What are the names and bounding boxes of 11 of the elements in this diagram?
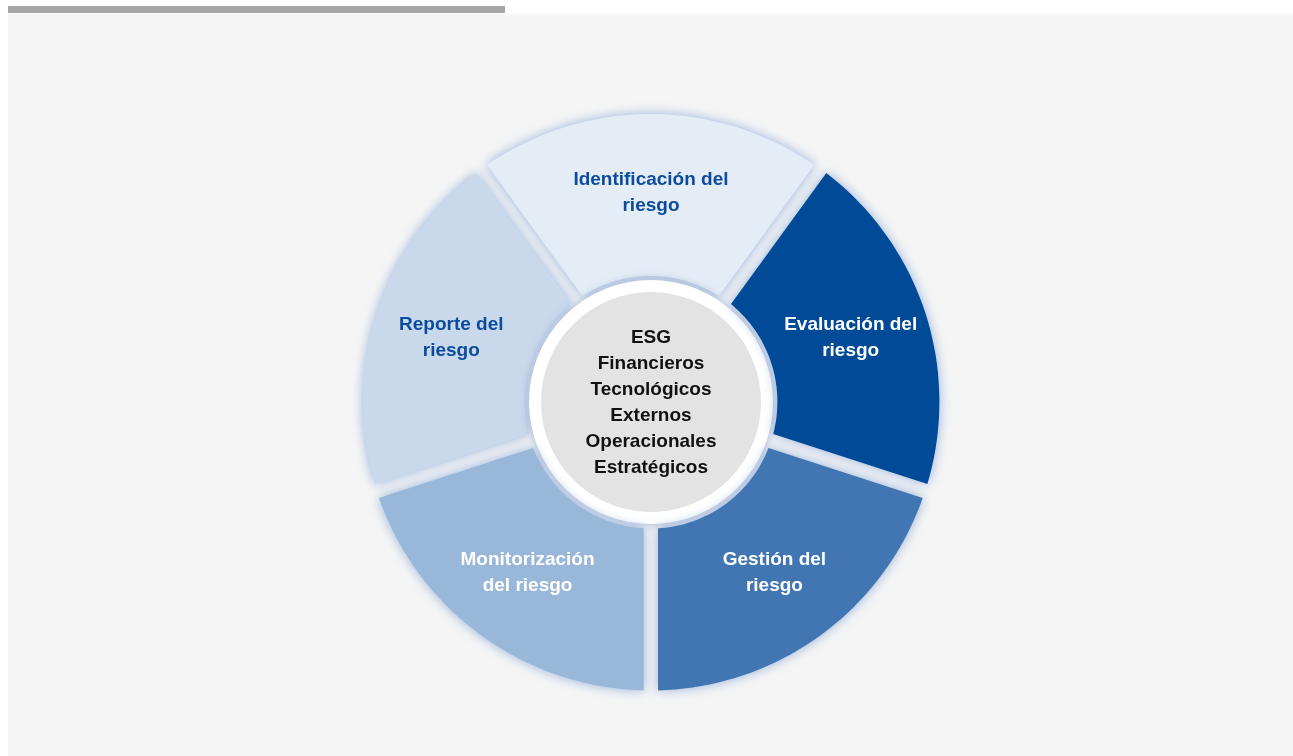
risk-category-text: Tecnológicos — [590, 377, 712, 401]
segment-label: Identificación del riesgo — [572, 167, 730, 217]
segment-label: Evaluación del riesgo — [783, 312, 919, 363]
segment-label: Monitorización del riesgo — [459, 546, 596, 597]
risk-category-text: ESG — [630, 325, 672, 349]
risk-category-text: Estratégicos — [593, 455, 708, 479]
risk-category-text: Externos — [610, 403, 692, 427]
segment-label: Gestión del riesgo — [721, 546, 828, 597]
risk-category-text: Financieros — [597, 351, 705, 375]
segment-label: Reporte del riesgo — [398, 312, 505, 363]
risk-category-text: Operacionales — [585, 429, 717, 453]
